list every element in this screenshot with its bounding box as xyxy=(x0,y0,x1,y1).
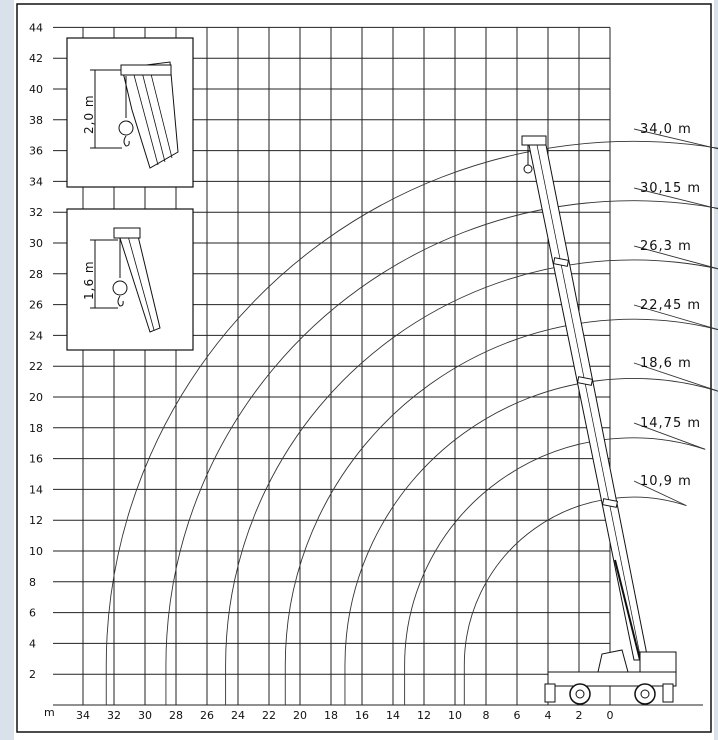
boom-length-label: 18,6 m xyxy=(640,356,692,371)
x-tick-label: 32 xyxy=(107,709,121,722)
x-tick-label: 28 xyxy=(169,709,183,722)
x-tick-label: 18 xyxy=(324,709,338,722)
boom-arc xyxy=(105,140,718,705)
y-tick-label: 28 xyxy=(29,268,43,281)
boom-length-label: 34,0 m xyxy=(640,122,692,137)
y-tick-label: 40 xyxy=(29,83,43,96)
boom-arc xyxy=(225,259,718,705)
y-tick-label: 24 xyxy=(29,329,43,342)
crane-boom xyxy=(521,135,649,661)
x-tick-label: 20 xyxy=(293,709,307,722)
boom-leader-line xyxy=(633,128,718,150)
y-tick-label: 16 xyxy=(29,453,43,466)
y-tick-label: 44 xyxy=(29,21,43,34)
x-tick-label: 10 xyxy=(448,709,462,722)
y-tick-label: 2 xyxy=(29,668,36,681)
x-tick-label: 26 xyxy=(200,709,214,722)
x-tick-label: 2 xyxy=(576,709,583,722)
x-tick-label: 24 xyxy=(231,709,245,722)
boom-length-label: 30,15 m xyxy=(640,181,701,196)
x-tick-label: 30 xyxy=(138,709,152,722)
y-tick-label: 36 xyxy=(29,145,43,158)
x-tick-label: 14 xyxy=(386,709,400,722)
y-tick-label: 38 xyxy=(29,114,43,127)
y-tick-label: 34 xyxy=(29,175,43,188)
boom-leader-line xyxy=(633,362,718,392)
y-tick-label: 12 xyxy=(29,514,43,527)
x-tick-label: 12 xyxy=(417,709,431,722)
boom-leader-line xyxy=(633,304,718,331)
y-tick-label: 20 xyxy=(29,391,43,404)
inset-jib-1.6m-label: 1,6 m xyxy=(82,260,96,300)
y-tick-label: 8 xyxy=(29,576,36,589)
boom-arc xyxy=(344,378,718,705)
boom-length-labels: 34,0 m 30,15 m 26,3 m 22,45 m 18,6 m 14,75 m 1… xyxy=(640,122,701,489)
y-tick-label: 18 xyxy=(29,422,43,435)
boom-leader-line xyxy=(633,422,706,450)
x-tick-label: 16 xyxy=(355,709,369,722)
x-tick-label: 6 xyxy=(514,709,521,722)
inset-jib-2m-label: 2,0 m xyxy=(82,94,96,134)
x-tick-label: 34 xyxy=(76,709,90,722)
boom-arc xyxy=(284,318,718,705)
y-tick-label: 30 xyxy=(29,237,43,250)
y-tick-label: 10 xyxy=(29,545,43,558)
boom-arc xyxy=(165,200,718,705)
inset-jib-2m xyxy=(66,37,194,188)
boom-leader-line xyxy=(633,480,687,507)
crane-carrier xyxy=(544,649,677,705)
y-tick-label: 42 xyxy=(29,52,43,65)
boom-arc xyxy=(463,496,687,705)
x-tick-label: 22 xyxy=(262,709,276,722)
boom-length-label: 22,45 m xyxy=(640,298,701,313)
boom-leader-line xyxy=(633,187,718,210)
boom-radius-arcs xyxy=(105,128,718,705)
boom-length-label: 14,75 m xyxy=(640,416,701,431)
boom-length-label: 26,3 m xyxy=(640,239,692,254)
boom-leader-line xyxy=(633,245,718,270)
boom-length-label: 10,9 m xyxy=(640,474,692,489)
grid xyxy=(53,26,703,706)
boom-arc xyxy=(404,437,706,705)
x-axis-unit: m xyxy=(44,706,55,719)
y-tick-label: 32 xyxy=(29,206,43,219)
y-tick-label: 14 xyxy=(29,483,43,496)
x-tick-label: 4 xyxy=(545,709,552,722)
x-tick-label: 8 xyxy=(483,709,490,722)
x-tick-label: 0 xyxy=(607,709,614,722)
y-tick-label: 26 xyxy=(29,299,43,312)
inset-jib-1.6m xyxy=(66,208,194,351)
y-tick-label: 22 xyxy=(29,360,43,373)
y-tick-label: 4 xyxy=(29,637,36,650)
y-tick-label: 6 xyxy=(29,607,36,620)
